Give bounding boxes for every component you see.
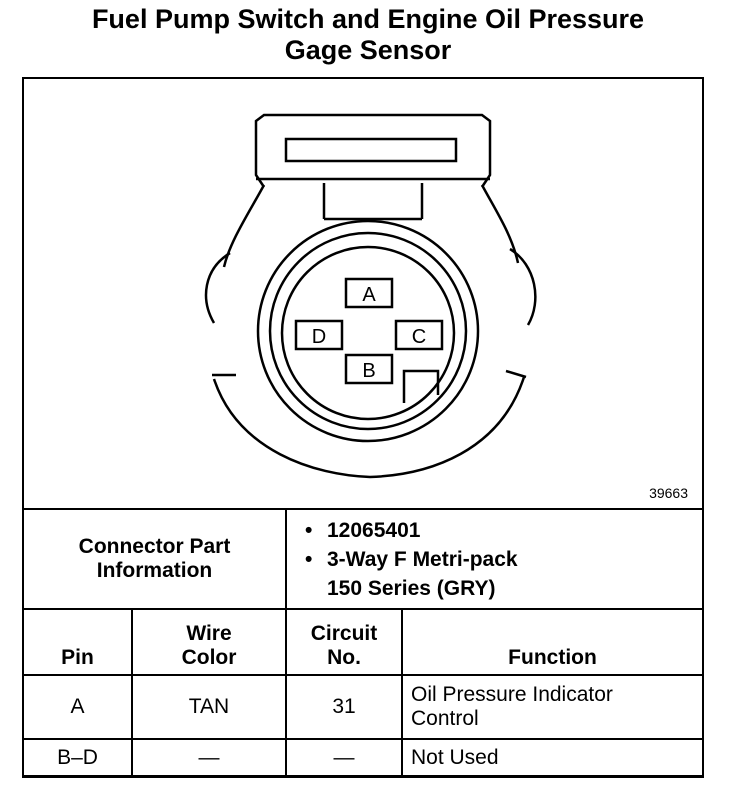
info-label-line-2: Information xyxy=(96,559,213,582)
info-items: • 12065401 • 3-Way F Metri-pack 150 Series… xyxy=(284,508,703,610)
pin-label-d: D xyxy=(312,326,326,348)
cell-pin: B–D xyxy=(24,738,133,777)
header-row: Pin Wire Color Circuit No. Function xyxy=(24,608,703,676)
header-circuit-2: No. xyxy=(327,646,361,669)
diagram-frame: A D C B 39663 Connector Part Information… xyxy=(22,77,704,778)
cell-circuit: 31 xyxy=(285,674,403,740)
connector-type: 3-Way F Metri-pack xyxy=(327,547,518,571)
info-label: Connector Part Information xyxy=(24,508,287,610)
info-item: • 12065401 xyxy=(305,516,694,545)
info-label-line-1: Connector Part xyxy=(78,535,231,558)
header-circuit-1: Circuit xyxy=(310,622,378,645)
latch-slot xyxy=(284,137,458,163)
function-line-2: Control xyxy=(411,707,479,730)
bullet-icon: • xyxy=(305,518,313,542)
header-circuit: Circuit No. xyxy=(285,608,403,676)
header-wire: Wire xyxy=(186,622,232,645)
info-row: Connector Part Information • 12065401 • 3-… xyxy=(24,508,703,610)
info-item-cont: 150 Series (GRY) xyxy=(327,576,496,600)
table-row: B–D — — Not Used xyxy=(24,738,703,777)
inner-ring-middle xyxy=(268,231,468,431)
outer-ring xyxy=(212,376,526,479)
inner-ring-inner xyxy=(280,245,456,421)
pin-cavity-d xyxy=(294,319,344,351)
bullet-icon: • xyxy=(305,547,313,571)
pin-label-c: C xyxy=(412,326,426,348)
pin-cavity-a xyxy=(344,277,394,309)
page-title: Fuel Pump Switch and Engine Oil Pressure… xyxy=(0,4,736,66)
drawing-number: 39663 xyxy=(649,485,688,501)
header-wire-color: Wire Color xyxy=(131,608,287,676)
cell-function: Oil Pressure Indicator Control xyxy=(400,674,703,740)
connector-latch xyxy=(254,113,492,188)
cell-function: Not Used xyxy=(400,738,703,777)
header-function: Function xyxy=(400,608,703,676)
table-row: A TAN 31 Oil Pressure Indicator Control xyxy=(24,674,703,740)
function-line-1: Oil Pressure Indicator xyxy=(411,683,613,706)
pin-cavity-c xyxy=(394,319,444,351)
cell-circuit: — xyxy=(285,738,403,777)
key-notch xyxy=(402,369,440,403)
pin-label-b: B xyxy=(362,360,375,382)
connector-diagram: A D C B xyxy=(204,113,537,479)
pin-label-a: A xyxy=(362,284,376,306)
pin-cavity-b xyxy=(344,353,394,385)
cell-wire-color: — xyxy=(131,738,287,777)
cell-wire-color: TAN xyxy=(131,674,287,740)
part-number: 12065401 xyxy=(327,518,421,542)
info-item: • 3-Way F Metri-pack xyxy=(305,545,694,574)
title-line-2: Gage Sensor xyxy=(284,35,452,65)
cell-pin: A xyxy=(24,674,133,740)
header-pin: Pin xyxy=(24,608,133,676)
connector-shell xyxy=(222,184,520,268)
header-color: Color xyxy=(181,646,237,669)
connector-table: Connector Part Information • 12065401 • 3-… xyxy=(24,508,703,777)
inner-ring-outer xyxy=(256,219,480,443)
title-line-1: Fuel Pump Switch and Engine Oil Pressure xyxy=(91,4,645,34)
